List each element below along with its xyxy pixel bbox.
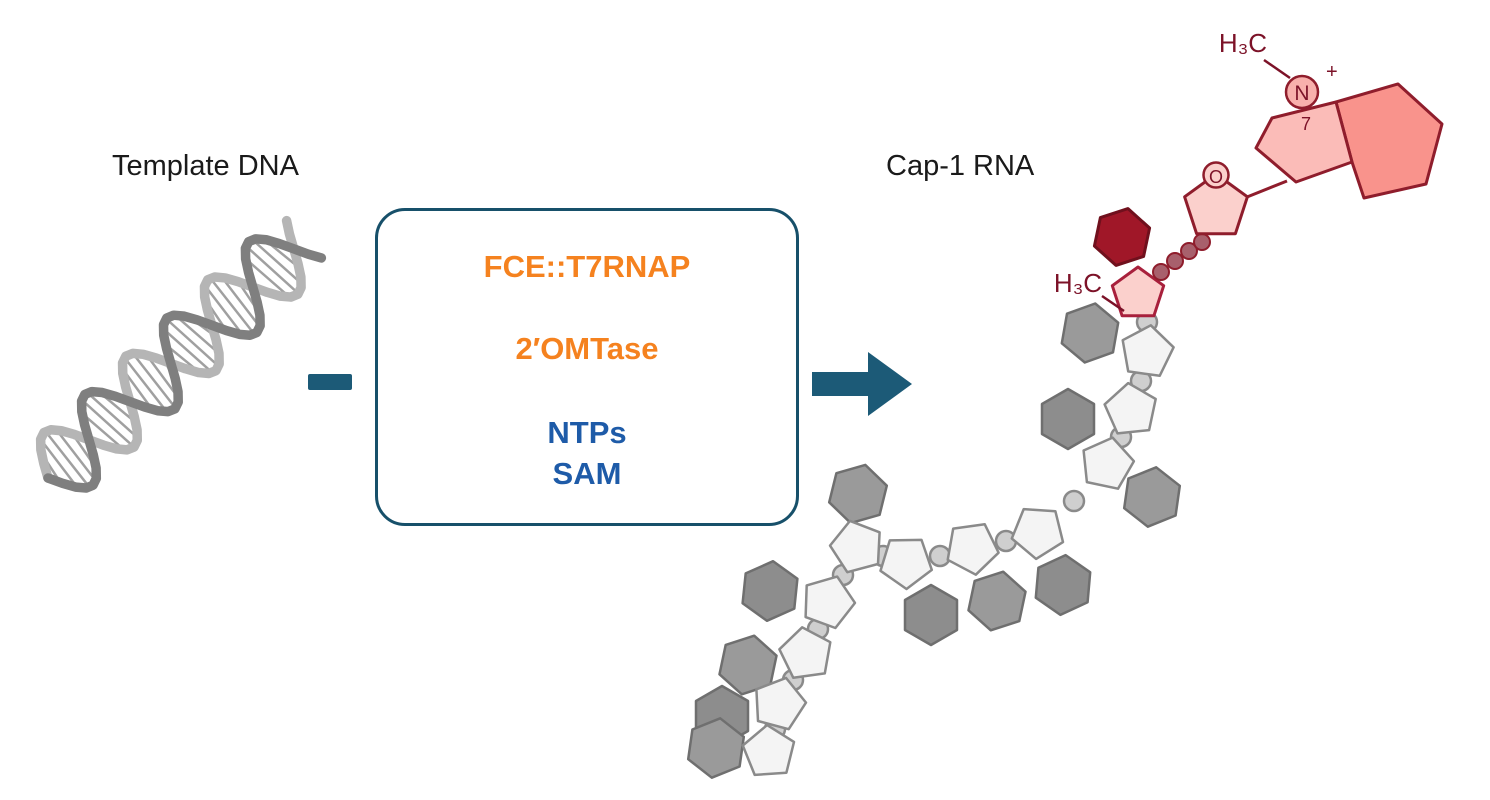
ribose-pentagon <box>755 676 808 731</box>
cap1-structure: H₃C N + 7 O H₃C <box>1054 28 1444 318</box>
dna-helix-illustration <box>35 215 327 493</box>
ribose-pentagon <box>1010 507 1065 561</box>
dna-rung <box>39 438 79 489</box>
minus-connector <box>308 374 352 390</box>
two-prime-methyl-label: H₃C <box>1054 268 1102 298</box>
enzyme-fce-t7rnap-label: FCE::T7RNAP <box>483 249 691 284</box>
right-arrow-icon <box>812 352 912 416</box>
dna-rung <box>162 327 214 374</box>
guanine-hexagon-ring <box>1334 82 1444 200</box>
dna-rung <box>81 399 135 448</box>
ribose-pentagon <box>879 538 934 591</box>
cap1-rna-label: Cap-1 RNA <box>886 150 1035 182</box>
dna-rung <box>174 314 220 355</box>
ribose-pentagon <box>741 723 796 777</box>
dna-rung <box>44 430 91 489</box>
ring-oxygen-circle <box>1202 161 1230 189</box>
first-ribose-pentagon <box>1110 265 1166 318</box>
substrate-ntps-label: NTPs <box>547 415 627 450</box>
substrate-sam-label: SAM <box>552 456 622 491</box>
template-dna-label: Template DNA <box>112 150 299 182</box>
dna-rung <box>81 412 126 451</box>
ribose-pentagon <box>778 626 832 680</box>
nucleobase-hexagon <box>967 570 1027 632</box>
ribose-pentagon <box>828 519 881 574</box>
enzyme-omtase-label: 2′OMTase <box>515 331 659 366</box>
dna-rung <box>220 276 261 328</box>
first-nucleobase-hexagon <box>1092 207 1152 267</box>
n7-methyl-bond <box>1263 58 1291 80</box>
ribose-pentagon <box>1103 381 1157 435</box>
triphosphate-circle <box>1193 233 1211 251</box>
position-7-label: 7 <box>1301 114 1311 134</box>
two-prime-methyl-bond <box>1101 294 1125 313</box>
guanine-pentagon-ring <box>1254 100 1354 184</box>
cap-methyl-label: H₃C <box>1219 28 1267 58</box>
cap-ribose-pentagon <box>1183 172 1249 236</box>
phosphate-circle <box>1062 489 1086 513</box>
nucleobase-hexagon <box>718 634 778 696</box>
positive-charge-label: + <box>1326 61 1338 83</box>
nucleobase-hexagon <box>1034 553 1092 617</box>
dna-rung <box>244 257 291 299</box>
dna-rung <box>131 352 177 409</box>
triphosphate-circle <box>1152 263 1170 281</box>
reaction-box: FCE::T7RNAP 2′OMTase NTPs SAM <box>375 208 799 526</box>
dna-rung <box>209 277 256 335</box>
dna-rung <box>203 284 244 336</box>
n7-nitrogen-circle <box>1284 74 1320 110</box>
triphosphate-circle <box>1180 242 1198 260</box>
rna-body-chain <box>686 302 1182 779</box>
dna-rung <box>251 238 303 285</box>
dna-strand-dark <box>43 234 327 493</box>
dna-rung <box>123 356 168 413</box>
dna-rung <box>86 391 139 439</box>
dna-rung <box>165 317 220 368</box>
phosphate-circle <box>928 544 952 568</box>
nucleobase-hexagon <box>1040 387 1096 451</box>
glycosidic-bond <box>1246 179 1288 199</box>
nucleobase-hexagon <box>1060 302 1120 364</box>
nucleobase-hexagon <box>903 583 959 647</box>
ribose-pentagon <box>1121 324 1175 378</box>
nucleobase-hexagon <box>827 463 889 525</box>
ribose-pentagon <box>804 575 857 630</box>
nucleobase-hexagon <box>686 717 746 779</box>
nucleobase-hexagon <box>1122 466 1182 528</box>
ribose-pentagon <box>1082 436 1136 490</box>
dna-rung <box>55 429 97 482</box>
dna-rung <box>245 245 300 295</box>
ring-oxygen-label: O <box>1209 167 1223 187</box>
triphosphate-circle <box>1166 252 1184 270</box>
n7-nitrogen-label: N <box>1294 82 1309 105</box>
ribose-pentagon <box>946 522 1000 576</box>
nucleobase-hexagon <box>741 559 799 623</box>
